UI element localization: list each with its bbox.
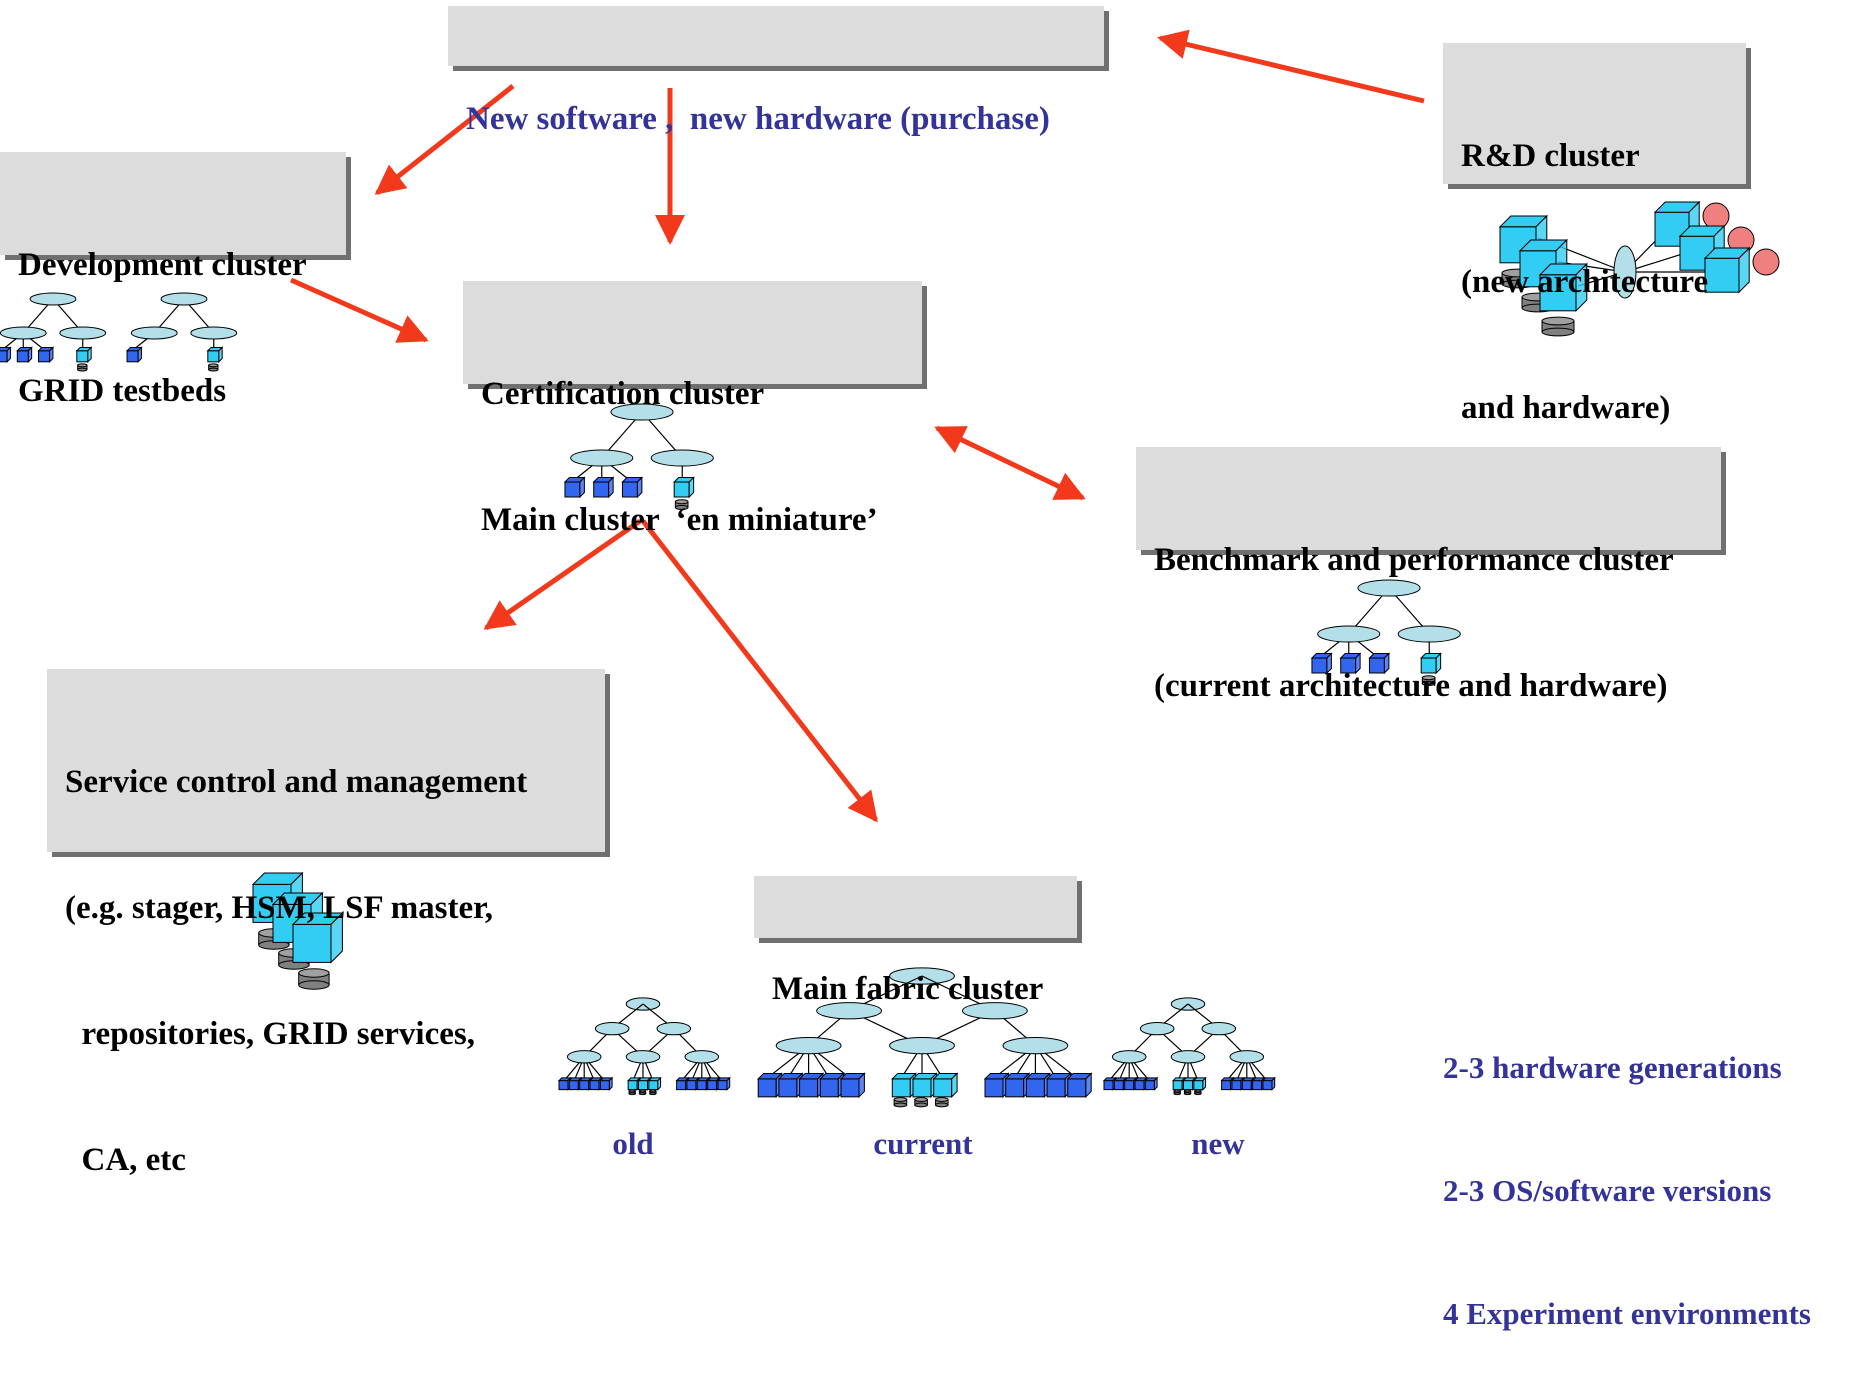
note-hardware-generations: 2-3 hardware generations <box>1443 1050 1782 1085</box>
main-fabric-old-tree-icon <box>557 997 731 1096</box>
diagram-canvas <box>0 29 1780 1108</box>
rnd-cluster-box: R&D cluster (new architecture and hardwa… <box>1443 43 1746 426</box>
new-purchase-label: New software , new hardware (purchase) <box>466 101 1050 137</box>
certification-line-2: Main cluster ‘en miniature’ <box>481 502 878 538</box>
main-fabric-label: Main fabric cluster <box>772 971 1044 1007</box>
new-purchase-box: New software , new hardware (purchase) <box>448 6 1104 137</box>
arrow-rnd-to-purchase <box>1157 29 1425 104</box>
rnd-line-3: and hardware) <box>1461 390 1671 426</box>
certification-cluster-tree-icon <box>563 403 714 510</box>
service-line-4: CA, etc <box>65 1142 186 1178</box>
rnd-line-1: R&D cluster <box>1461 138 1640 174</box>
development-line-2: GRID testbeds <box>18 373 227 409</box>
rnd-cluster-icon <box>1498 200 1780 337</box>
note-experiment-environments: 4 Experiment environments <box>1443 1296 1811 1331</box>
generation-label-old: old <box>612 1126 654 1161</box>
arrow-purchase-to-development <box>374 84 515 195</box>
note-os-versions: 2-3 OS/software versions <box>1443 1173 1772 1208</box>
generation-label-new: new <box>1191 1126 1245 1161</box>
arrow-certification-benchmark <box>934 425 1086 501</box>
main-fabric-new-tree-icon <box>1102 997 1276 1096</box>
service-server-stack-icon <box>251 871 344 990</box>
certification-line-1: Certification cluster <box>481 376 765 412</box>
arrow-certification-to-main-fabric <box>641 519 878 823</box>
development-line-1: Development cluster <box>18 247 307 283</box>
benchmark-line-2: (current architecture and hardware) <box>1154 668 1668 704</box>
arrows <box>289 29 1425 823</box>
benchmark-line-1: Benchmark and performance cluster <box>1154 542 1674 578</box>
service-line-3: repositories, GRID services, <box>65 1016 475 1052</box>
arrow-development-to-certification <box>289 277 429 343</box>
generation-label-current: current <box>873 1126 973 1161</box>
rnd-line-2: (new architecture <box>1461 264 1709 300</box>
notes-block: 2-3 hardware generations 2-3 OS/software… <box>1443 965 1811 1375</box>
certification-cluster-box: Certification cluster Main cluster ‘en m… <box>463 281 922 538</box>
arrow-certification-to-service <box>483 518 642 631</box>
main-fabric-current-tree-icon <box>756 967 1093 1108</box>
dev-cluster-tree-icon-1 <box>0 292 107 372</box>
development-cluster-box: Development cluster GRID testbeds <box>0 152 346 409</box>
benchmark-cluster-box: Benchmark and performance cluster (curre… <box>1136 447 1721 704</box>
main-fabric-box: Main fabric cluster <box>754 876 1077 1007</box>
service-line-1: Service control and management <box>65 764 528 800</box>
benchmark-cluster-tree-icon <box>1310 579 1461 686</box>
dev-cluster-tree-icon-2 <box>125 292 238 372</box>
service-control-box: Service control and management (e.g. sta… <box>47 669 605 1178</box>
service-line-2: (e.g. stager, HSM, LSF master, <box>65 890 494 926</box>
